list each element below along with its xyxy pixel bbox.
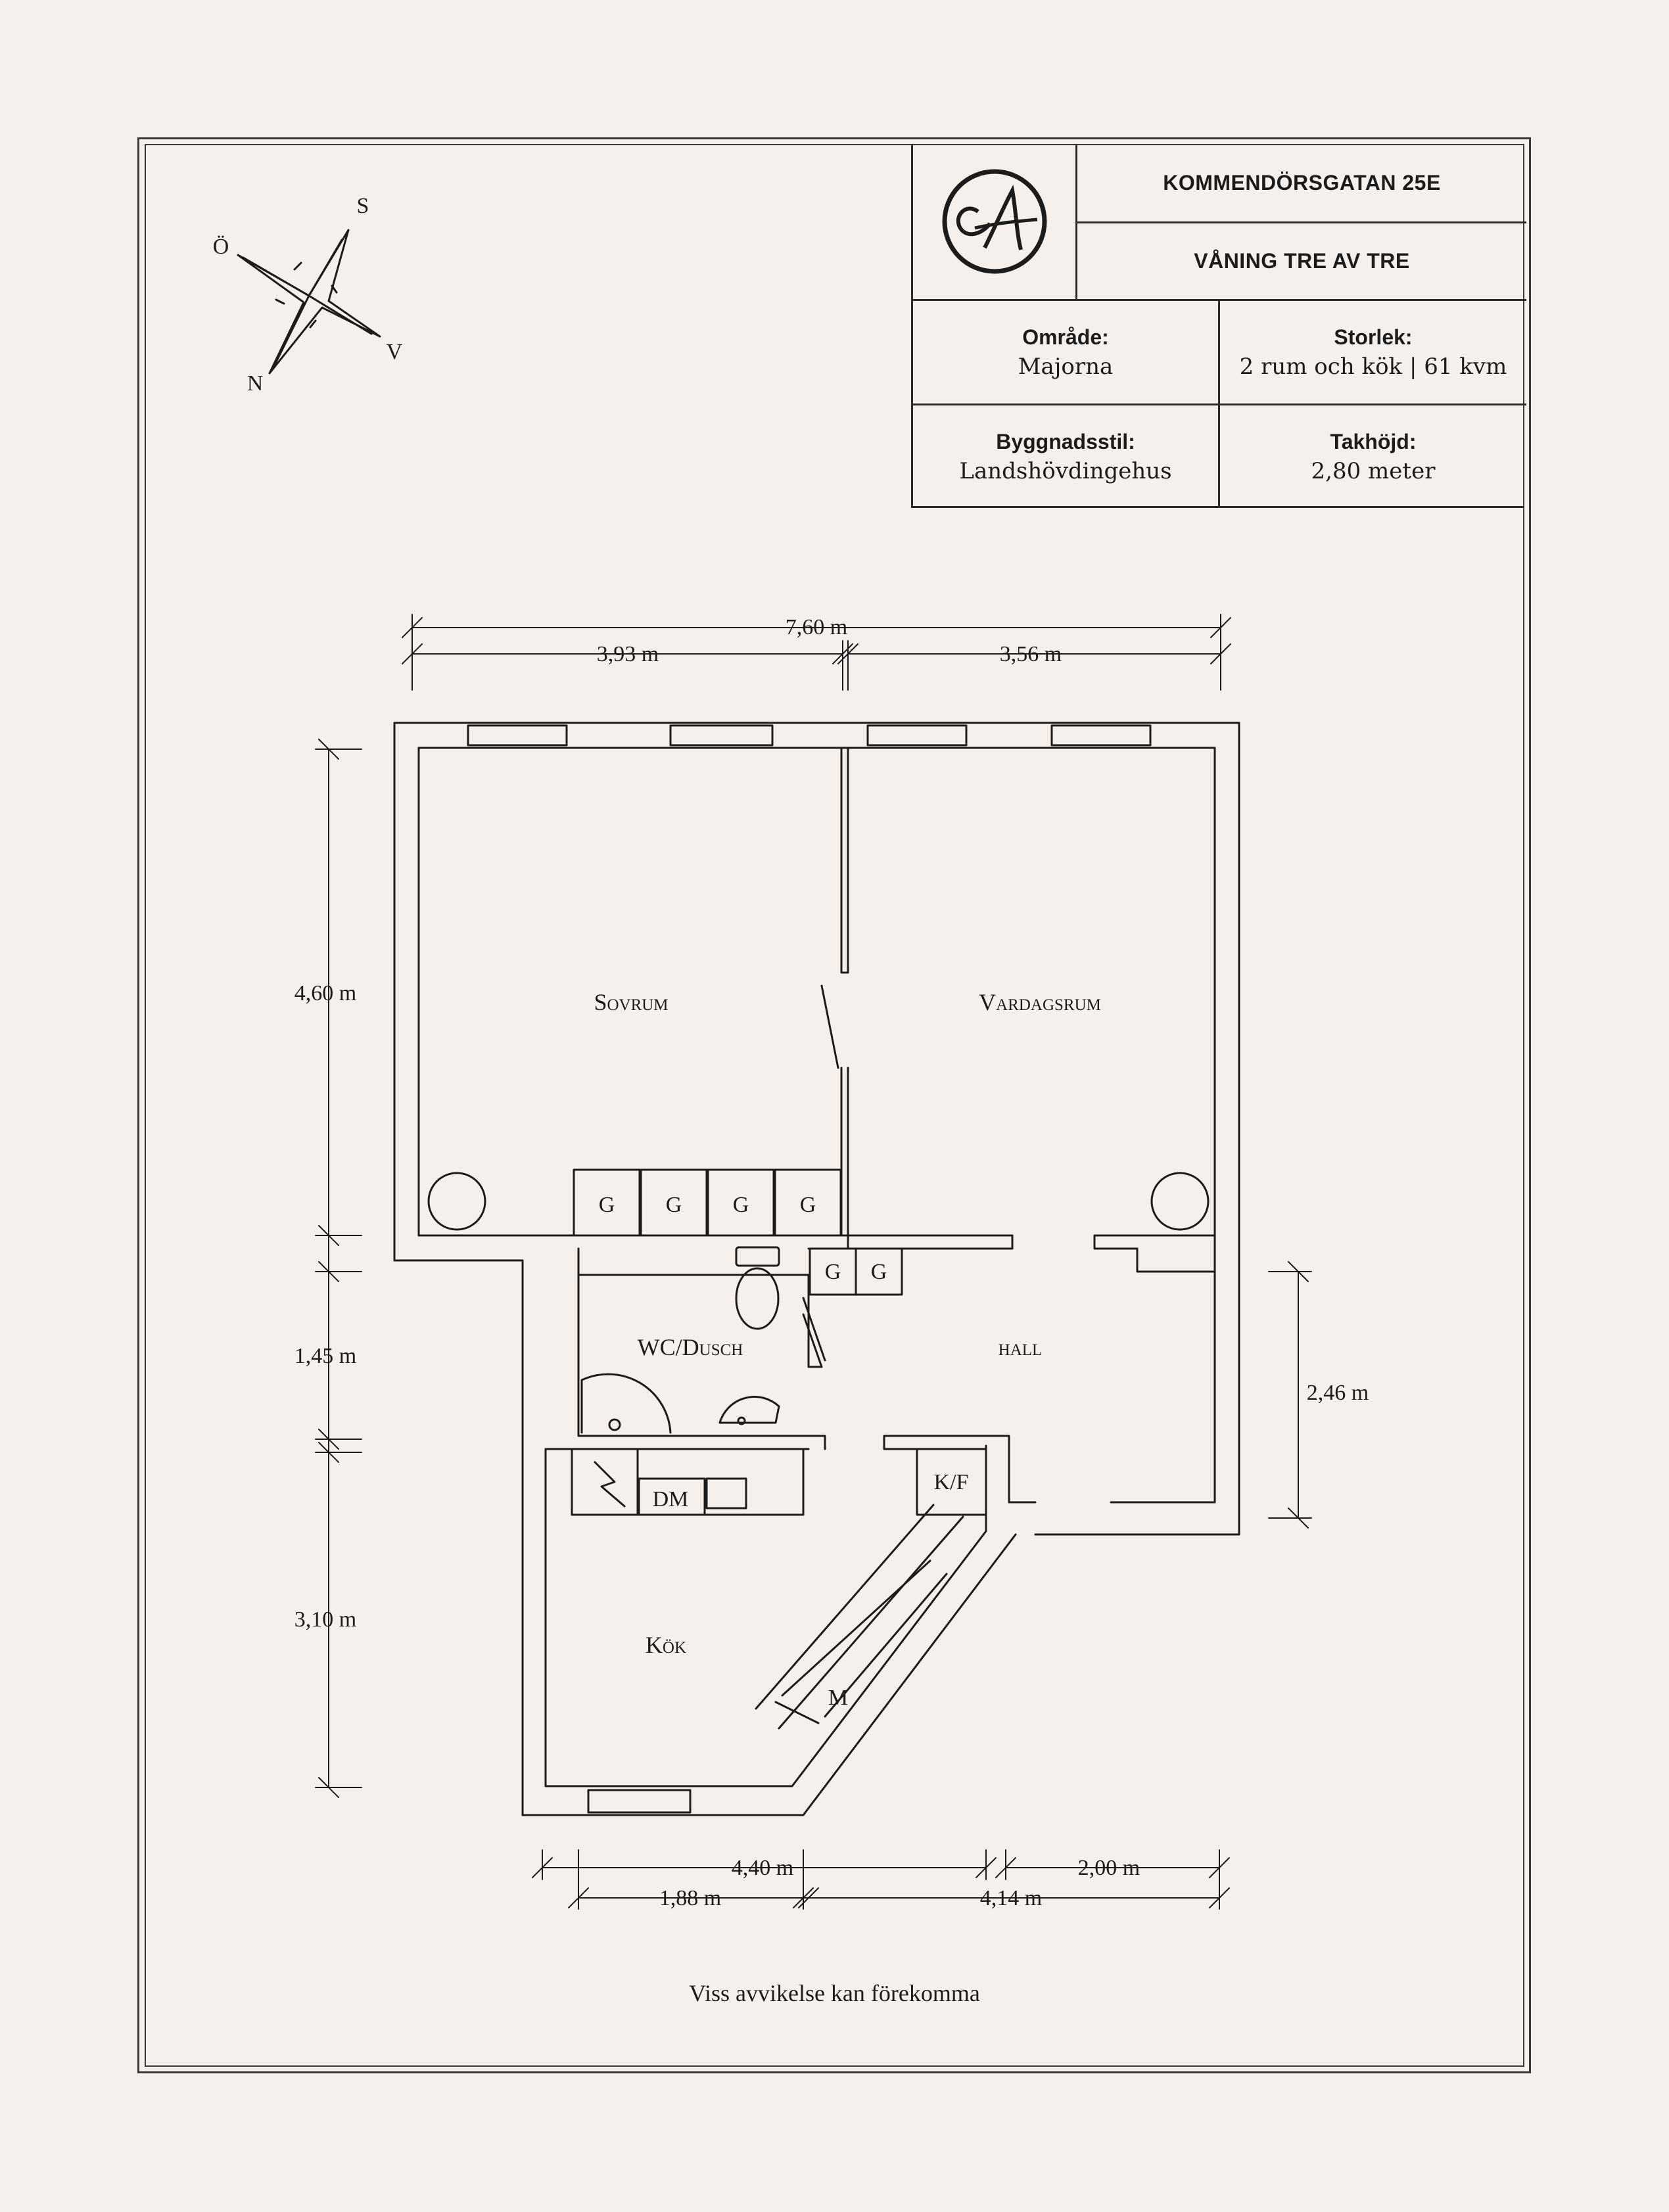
size-label: Storlek: (1334, 325, 1413, 349)
sink-icon (718, 1395, 780, 1425)
compass-west: V (387, 340, 403, 364)
wardrobes (573, 1168, 903, 1296)
dim-bottom-mid: 4,14 m (980, 1886, 1042, 1910)
size-value: 2 rum och kök | 61 kvm (1239, 353, 1507, 380)
dishwasher-label: DM (653, 1487, 689, 1511)
dim-hall-depth: 2,46 m (1307, 1381, 1369, 1405)
dim-kitchen-depth: 3,10 m (294, 1607, 356, 1632)
dim-right-width: 3,56 m (1000, 642, 1062, 666)
toilet-icon (735, 1246, 780, 1330)
room-label-bedroom: Sovrum (594, 989, 668, 1015)
bedroom-door (820, 984, 839, 1069)
inner-frame (145, 144, 1524, 2067)
compass-north: N (247, 371, 264, 396)
dim-total-width: 7,60 m (786, 615, 847, 639)
dim-bedroom-depth: 4,60 m (294, 981, 356, 1005)
dim-left-width: 3,93 m (597, 642, 659, 666)
area-label: Område: (1022, 325, 1109, 349)
room-label-wc: WC/Dusch (638, 1334, 743, 1360)
area-value: Majorna (1018, 353, 1114, 380)
interior-walls (577, 747, 1216, 1504)
outer-walls (393, 722, 1240, 1816)
kitchen-counter (571, 1448, 987, 1730)
height-cell: Takhöjd: 2,80 meter (1220, 405, 1526, 508)
height-label: Takhöjd: (1330, 429, 1417, 453)
style-cell: Byggnadsstil: Landshövdingehus (913, 405, 1218, 508)
disclaimer: Viss avvikelse kan förekomma (689, 1980, 980, 2006)
wardrobe-label: G (871, 1260, 887, 1284)
address-title: KOMMENDÖRSGATAN 25E (1163, 170, 1441, 195)
height-value: 2,80 meter (1311, 457, 1436, 484)
stove-left (427, 1172, 486, 1231)
style-label: Byggnadsstil: (996, 429, 1135, 453)
compass-east: Ö (213, 235, 229, 259)
wardrobe-label: G (825, 1260, 841, 1284)
brand-logo (913, 144, 1075, 299)
style-value: Landshövdingehus (959, 457, 1172, 484)
area-cell: Område: Majorna (913, 301, 1218, 403)
windows (467, 724, 1152, 1814)
room-label-kitchen: Kök (646, 1632, 686, 1658)
dimension-lines (315, 614, 1312, 1910)
stove-right (1150, 1172, 1210, 1231)
wardrobe-label: G (800, 1193, 816, 1217)
compass-south: S (357, 194, 369, 218)
wardrobe-label: G (599, 1193, 615, 1217)
fridge-label: K/F (934, 1470, 969, 1494)
size-cell: Storlek: 2 rum och kök | 61 kvm (1220, 301, 1526, 403)
room-label-hall: hall (999, 1334, 1043, 1360)
room-label-living: Vardagsrum (979, 989, 1101, 1015)
shower-icon (580, 1373, 672, 1434)
logo-icon (942, 169, 1046, 274)
dim-kitchen-width: 1,88 m (659, 1886, 721, 1910)
outer-frame (137, 137, 1531, 2073)
wardrobe-label: G (733, 1193, 749, 1217)
dim-bottom-right: 2,00 m (1078, 1856, 1140, 1880)
compass-icon (237, 229, 381, 375)
dim-bottom-total: 4,40 m (732, 1856, 793, 1880)
microwave-label: M (828, 1686, 848, 1710)
title-block: KOMMENDÖRSGATAN 25E VÅNING TRE AV TRE Om… (911, 144, 1526, 508)
floor-title: VÅNING TRE AV TRE (1194, 249, 1410, 273)
wardrobe-label: G (666, 1193, 682, 1217)
dim-wc-depth: 1,45 m (294, 1344, 356, 1368)
